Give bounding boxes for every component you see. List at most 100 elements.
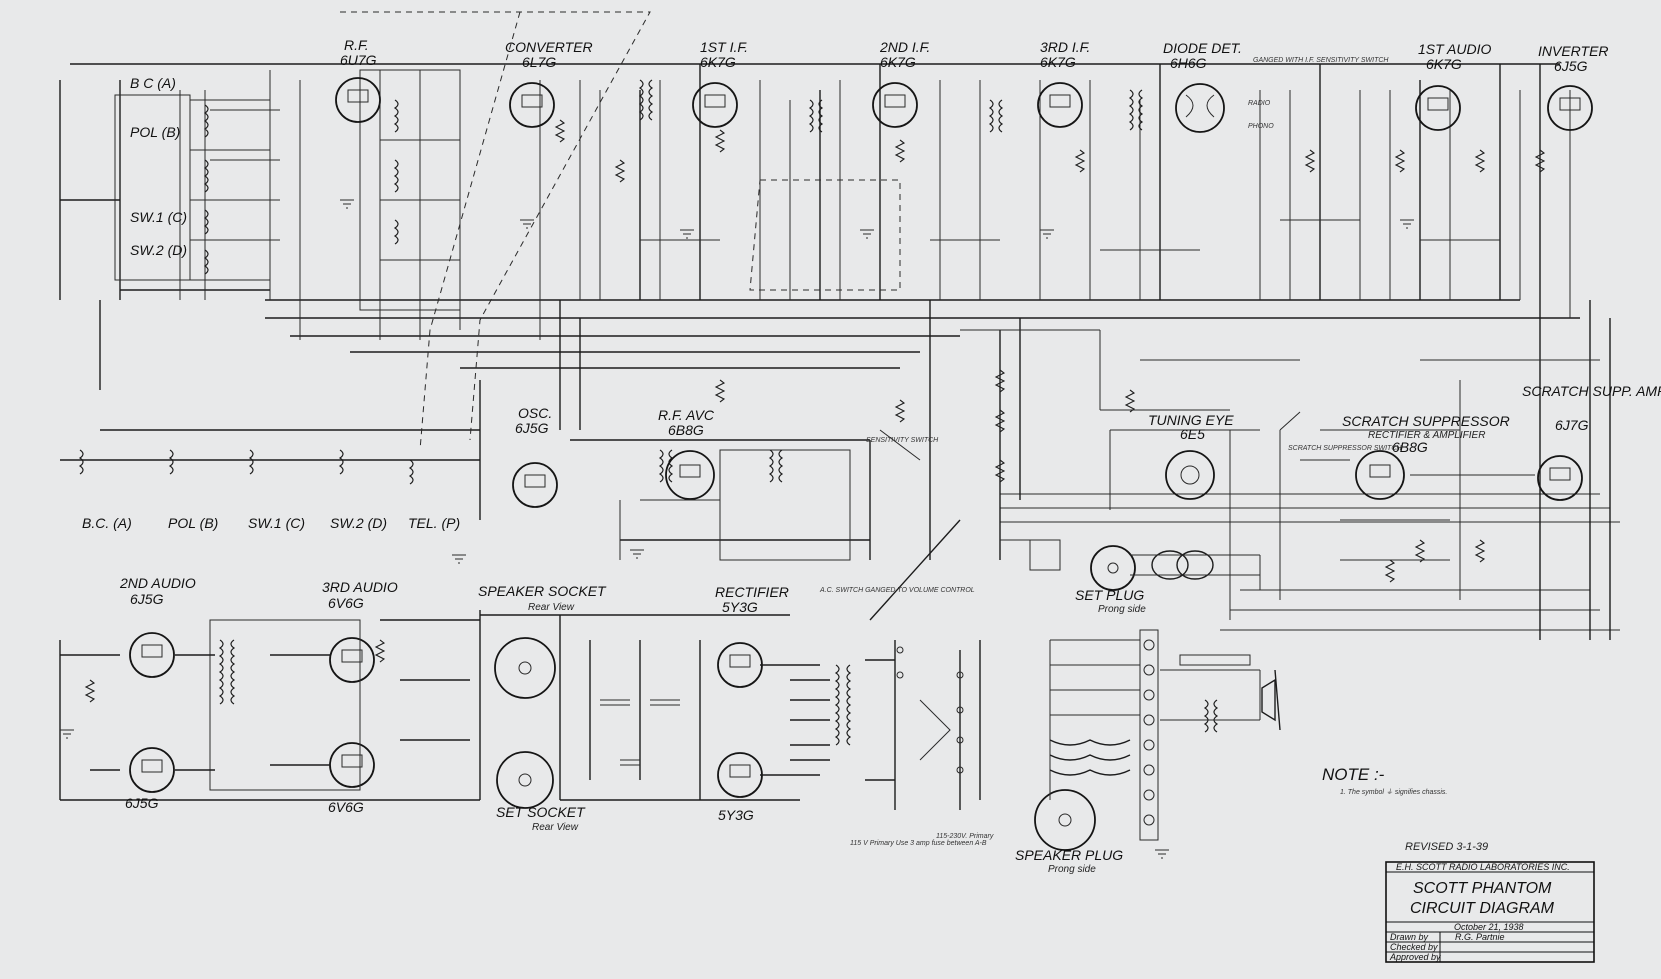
tube-type-rectifier-bottom: 5Y3G	[718, 807, 754, 823]
tube-converter-symbol	[509, 82, 555, 128]
tube-label-tuningeye: TUNING EYE	[1148, 412, 1234, 428]
tube-label-osc: OSC.	[518, 405, 552, 421]
speaker-plug-label: SPEAKER PLUG	[1015, 847, 1123, 863]
drawn-by-value: R.G. Partnie	[1455, 932, 1505, 942]
note-heading: NOTE :-	[1322, 765, 1385, 784]
title-block: E.H. SCOTT RADIO LABORATORIES INC. SCOTT…	[1385, 861, 1595, 963]
tube-label-if2: 2ND I.F.	[879, 39, 930, 55]
tube-label-scratchamp: SCRATCH SUPP. AMPLIFIER	[1522, 383, 1661, 399]
tube-type-if1: 6K7G	[700, 54, 736, 70]
gang-boundary	[340, 11, 901, 451]
tube-rfavc-symbol	[665, 450, 715, 500]
tube-scratchamp-symbol	[1537, 455, 1583, 501]
set-plug-sub: Prong side	[1098, 604, 1146, 615]
tube-label-scratch: SCRATCH SUPPRESSOR	[1342, 413, 1510, 429]
coils	[78, 79, 1219, 746]
set-socket-symbol	[496, 751, 554, 809]
tube-label-converter: CONVERTER	[505, 39, 593, 55]
primary-115-label: 115 V Primary Use 3 amp fuse between A-B	[850, 840, 987, 847]
tube-type-scratchamp: 6J7G	[1555, 417, 1589, 433]
speaker-socket-label: SPEAKER SOCKET	[478, 583, 607, 599]
tube-type-tuningeye: 6E5	[1180, 426, 1205, 442]
ac-switch-label: A.C. SWITCH GANGED TO VOLUME CONTROL	[819, 587, 975, 594]
tube-type-if2: 6K7G	[880, 54, 916, 70]
tube-type-rfavc: 6B8G	[668, 422, 704, 438]
band-bottom-tel: TEL. (P)	[408, 515, 460, 531]
tube-type-audio3-bottom: 6V6G	[328, 799, 364, 815]
tube-audio3a-symbol	[329, 637, 375, 683]
tube-scratch-symbol	[1355, 450, 1405, 500]
tube-osc-symbol	[512, 462, 558, 508]
tube-labels: R.F. 6U7G CONVERTER 6L7G 1ST I.F. 6K7G 2…	[119, 37, 1661, 823]
tube-label-audio3: 3RD AUDIO	[322, 579, 398, 595]
tube-type-converter: 6L7G	[522, 54, 556, 70]
sensitivity-switch-label: SENSITIVITY SWITCH	[866, 437, 939, 444]
band-top-pol: POL (B)	[130, 124, 180, 140]
drawn-by-label: Drawn by	[1390, 932, 1429, 942]
band-switch-boxes	[114, 69, 461, 311]
tube-label-rectifier: RECTIFIER	[715, 584, 789, 600]
speaker-socket-symbol	[494, 637, 556, 699]
radio-label: RADIO	[1248, 100, 1271, 107]
tube-type-inverter: 6J5G	[1554, 58, 1588, 74]
tube-type-audio1: 6K7G	[1426, 56, 1462, 72]
title-line1: SCOTT PHANTOM	[1413, 880, 1552, 897]
resistors	[84, 119, 1546, 703]
band-labels: B C (A) POL (B) SW.1 (C) SW.2 (D) B.C. (…	[82, 75, 460, 531]
primary-230-label: 115-230V. Primary	[936, 833, 994, 840]
bus-wires	[59, 63, 1620, 640]
speaker-socket-sub: Rear View	[528, 602, 575, 613]
tube-type-audio3: 6V6G	[328, 595, 364, 611]
note-text: 1. The symbol ⏚ signifies chassis.	[1340, 788, 1447, 796]
tube-inverter-symbol	[1547, 85, 1593, 131]
tube-type-scratch: 6B8G	[1392, 439, 1428, 455]
tube-rectifier-a-symbol	[717, 642, 763, 688]
band-bottom-bc: B.C. (A)	[82, 515, 132, 531]
tube-symbols	[129, 77, 1593, 798]
tube-type-rf: 6U7G	[340, 52, 377, 68]
checked-by-label: Checked by	[1390, 942, 1438, 952]
tube-label-audio1: 1ST AUDIO	[1418, 41, 1491, 57]
approved-by-label: Approved by	[1389, 952, 1441, 962]
tube-tuningeye-symbol	[1165, 450, 1215, 500]
set-socket-label: SET SOCKET	[496, 804, 586, 820]
set-plug-symbol	[1090, 545, 1136, 591]
section-labels: SPEAKER SOCKET Rear View SET SOCKET Rear…	[478, 57, 1402, 875]
tube-type-audio2: 6J5G	[130, 591, 164, 607]
phono-label: PHONO	[1248, 123, 1274, 130]
tube-label-if1: 1ST I.F.	[700, 39, 748, 55]
tube-type-rectifier: 5Y3G	[722, 599, 758, 615]
tube-type-audio2-bottom: 6J5G	[125, 795, 159, 811]
tube-label-rf: R.F.	[344, 37, 369, 53]
set-socket-sub: Rear View	[532, 822, 579, 833]
tube-if3-symbol	[1037, 82, 1083, 128]
speaker-plug-symbol	[1034, 789, 1096, 851]
ground-symbols	[60, 199, 1414, 859]
title-date: October 21, 1938	[1454, 922, 1524, 932]
tube-rectifier-b-symbol	[717, 752, 763, 798]
tube-label-inverter: INVERTER	[1538, 43, 1609, 59]
tube-audio1-symbol	[1415, 85, 1461, 131]
tube-audio2b-symbol	[129, 747, 175, 793]
set-plug-label: SET PLUG	[1075, 587, 1144, 603]
band-bottom-sw2: SW.2 (D)	[330, 515, 387, 531]
tube-label-diode: DIODE DET.	[1163, 40, 1242, 56]
tube-if1-symbol	[692, 82, 738, 128]
tube-audio3b-symbol	[329, 742, 375, 788]
note-block: NOTE :- 1. The symbol ⏚ signifies chassi…	[1322, 765, 1488, 853]
tube-if2-symbol	[872, 82, 918, 128]
ganged-note-label: GANGED WITH I.F. SENSITIVITY SWITCH	[1253, 57, 1389, 64]
tube-audio2a-symbol	[129, 632, 175, 678]
tube-sub-scratch: RECTIFIER & AMPLIFIER	[1368, 430, 1485, 441]
band-bottom-sw1: SW.1 (C)	[248, 515, 305, 531]
tube-type-if3: 6K7G	[1040, 54, 1076, 70]
band-top-bc: B C (A)	[130, 75, 176, 91]
revised-label: REVISED 3-1-39	[1405, 841, 1488, 853]
tube-label-if3: 3RD I.F.	[1040, 39, 1090, 55]
tube-type-diode: 6H6G	[1170, 55, 1207, 71]
band-bottom-pol: POL (B)	[168, 515, 218, 531]
power-audio-wiring	[59, 519, 1281, 851]
band-top-sw2: SW.2 (D)	[130, 242, 187, 258]
middle-section-wiring	[619, 329, 1600, 620]
